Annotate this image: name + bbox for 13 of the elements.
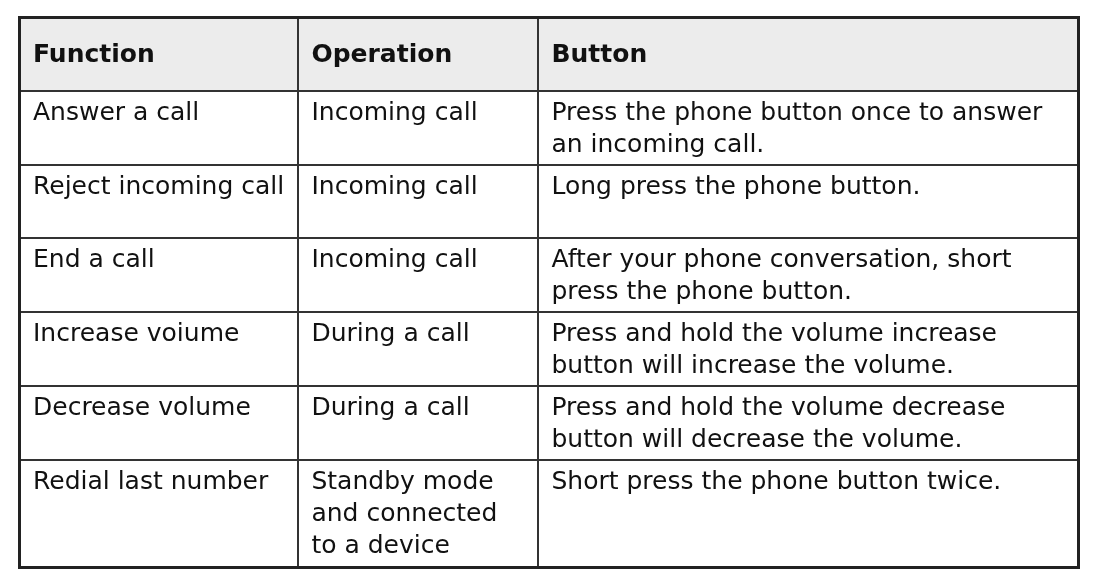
table-cell: Decrease volume: [19, 385, 299, 460]
column-header: Operation: [298, 17, 539, 91]
column-header: Function: [19, 17, 299, 91]
table-cell: Incoming call: [298, 237, 539, 312]
table-cell: Increase voiume: [19, 311, 299, 386]
table-cell: Answer a call: [19, 90, 299, 165]
table-cell: During a call: [298, 385, 539, 460]
table-cell: Incoming call: [298, 164, 539, 238]
table-cell: Incoming call: [298, 90, 539, 165]
column-header: Button: [538, 17, 1079, 91]
table-cell: End a call: [19, 237, 299, 312]
table-cell: Reject incoming call: [19, 164, 299, 238]
table-cell: During a call: [298, 311, 539, 386]
